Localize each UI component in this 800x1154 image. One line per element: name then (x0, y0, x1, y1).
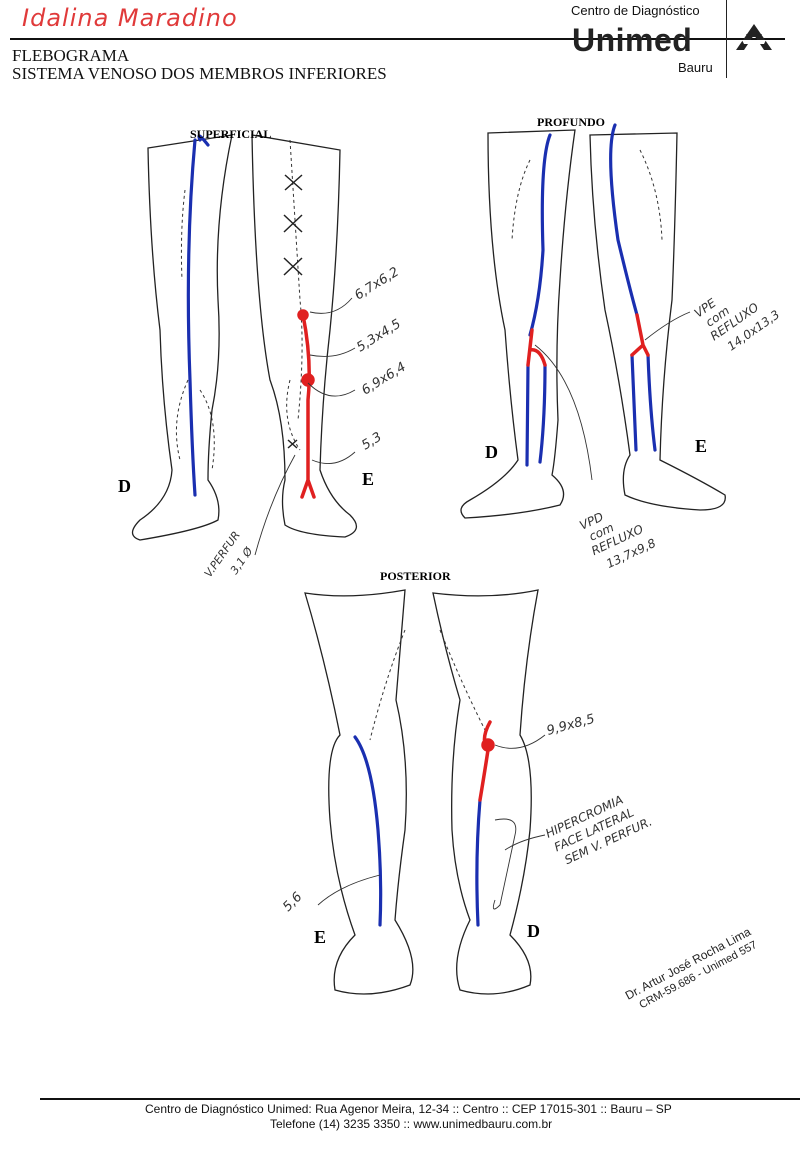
document-subtitle: SISTEMA VENOSO DOS MEMBROS INFERIORES (12, 64, 387, 83)
brand-city: Bauru (678, 60, 713, 75)
leg-outline-profundo-left (589, 132, 726, 511)
side-label: E (695, 436, 707, 456)
header-divider (10, 38, 785, 40)
patient-name: Idalina Maradino (22, 4, 238, 32)
leg-outline-posterior-left (304, 589, 414, 995)
vein-profundo-right-lower (525, 363, 547, 467)
vein-posterior-right (475, 798, 482, 927)
side-label: D (527, 921, 540, 941)
footer-divider (40, 1098, 800, 1100)
measurement: 6,7x6,2 (352, 265, 402, 304)
vein-profundo-right-upper (528, 133, 552, 337)
hyperchromia-note: HIPERCROMIA FACE LATERAL SEM V. PERFUR. (543, 793, 654, 868)
measurement: 5,3x4,5 (354, 317, 404, 356)
measurement: 5,3 (359, 430, 384, 454)
vpe-note: VPE com REFLUXO 14,0x13,3 (692, 296, 783, 354)
doctor-stamp: Dr. Artur José Rocha Lima CRM-59.686 - U… (623, 924, 759, 1011)
reflux-profundo-right (526, 328, 547, 367)
measurement: 9,9x8,5 (545, 712, 596, 739)
reflux-posterior-right (478, 720, 492, 802)
measurement: 5,6 (280, 890, 305, 915)
org-line: Centro de Diagnóstico (571, 3, 700, 18)
brand-name: Unimed (572, 22, 693, 58)
footer-address: Centro de Diagnóstico Unimed: Rua Agenor… (145, 1102, 672, 1116)
ligation-marks (283, 174, 303, 449)
header-vertical-divider (726, 0, 727, 78)
vpd-note: VPD com REFLUXO 13,7x9,8 (577, 510, 658, 571)
footer-contact: Telefone (14) 3235 3350 :: www.unimedbau… (270, 1117, 553, 1131)
document-title: FLEBOGRAMA (12, 46, 130, 65)
label-posterior: POSTERIOR (380, 569, 451, 583)
reflux-profundo-left (630, 313, 650, 357)
vein-superficial-right (186, 134, 210, 497)
leg-outline-profundo-right (460, 129, 576, 519)
leg-outline-superficial-right (131, 134, 233, 541)
label-superficial: SUPERFICIAL (190, 127, 271, 141)
reflux-superficial-left (300, 313, 316, 499)
side-label: E (314, 927, 326, 947)
leg-outline-posterior-right (432, 589, 539, 995)
vein-profundo-left-lower (630, 353, 657, 452)
svg-text:Dr. Artur José Rocha Lima: Dr. Artur José Rocha Lima (623, 924, 754, 1002)
leg-outline-superficial-left (251, 134, 357, 538)
measurement: 6,9x6,4 (359, 360, 409, 399)
side-label: D (485, 442, 498, 462)
side-label: E (362, 469, 374, 489)
label-profundo: PROFUNDO (537, 115, 605, 129)
side-label: D (118, 476, 131, 496)
vein-profundo-left-upper (609, 123, 639, 317)
vein-posterior-left (353, 735, 383, 927)
unimed-logo-icon (734, 22, 774, 57)
